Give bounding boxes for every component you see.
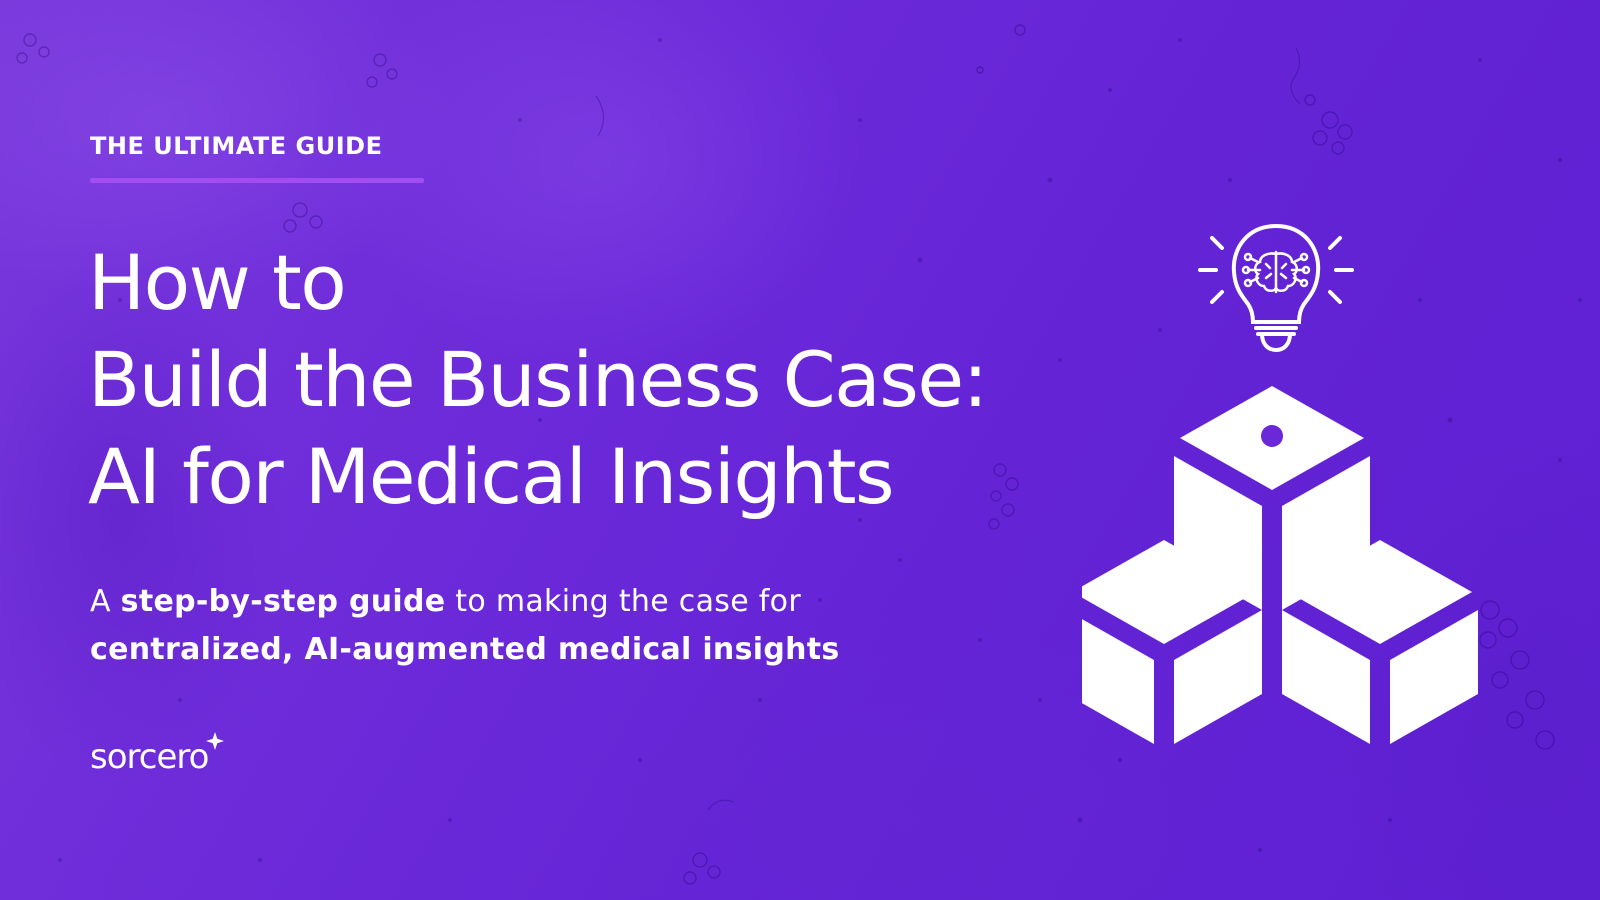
title-line-1: How to bbox=[88, 238, 347, 327]
brand-wordmark: sorcero bbox=[90, 737, 209, 777]
kicker-underline bbox=[90, 178, 424, 183]
stacked-cubes-icon bbox=[1082, 386, 1478, 744]
lightbulb-brain-icon bbox=[1198, 223, 1354, 353]
subheading-part-1: A bbox=[90, 584, 121, 619]
subheading-bold-1: step-by-step guide bbox=[120, 584, 446, 619]
kicker-label: THE ULTIMATE GUIDE bbox=[90, 132, 383, 160]
subheading-part-2: to making the case for bbox=[445, 584, 801, 619]
brand-logo: sorcero bbox=[90, 732, 225, 777]
sparkle-icon bbox=[206, 732, 225, 750]
subheading-bold-2: centralized, AI-augmented medical insigh… bbox=[90, 632, 840, 667]
title-line-3: AI for Medical Insights bbox=[88, 432, 895, 521]
subheading: A step-by-step guide to making the case … bbox=[90, 578, 840, 674]
title-line-2: Build the Business Case: bbox=[88, 335, 988, 424]
page-title: How to Build the Business Case: AI for M… bbox=[88, 234, 988, 525]
